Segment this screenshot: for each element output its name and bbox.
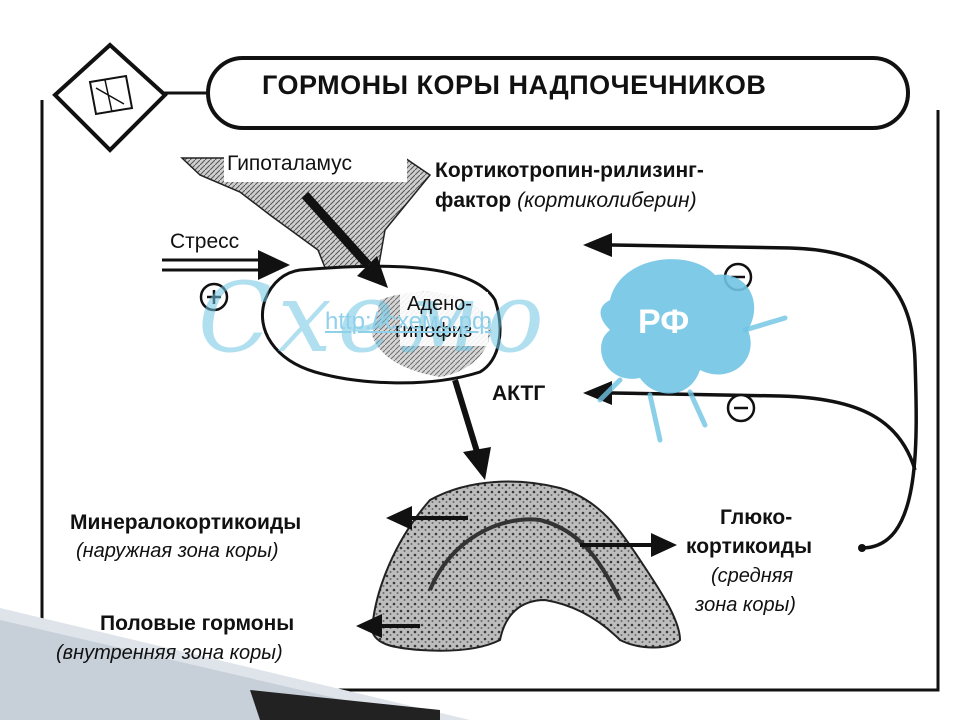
crf-flow-arrowhead — [357, 256, 388, 288]
adenohypophysis-label-line1: Адено- — [407, 293, 472, 315]
watermark-splash-badge — [600, 259, 755, 394]
adrenal-cortex — [370, 480, 682, 652]
sex-hormones-zone: (внутренняя зона коры) — [56, 642, 283, 664]
glucocorticoids-zone-line1: (средняя — [711, 565, 794, 587]
crf-flow-arrow — [301, 191, 372, 269]
adrenal-middle-zone-line — [428, 517, 622, 601]
glucocorticoids-label-line2: кортикоиды — [686, 535, 813, 558]
outer-frame — [40, 100, 940, 692]
hypothalamus-label-bg — [224, 150, 407, 182]
acth-flow-arrowhead — [463, 447, 491, 480]
acth-flow-arrow — [452, 379, 481, 456]
crf-label-line1: Кортикотропин-рилизинг- — [435, 159, 704, 182]
watermark-splash-drops — [597, 315, 788, 443]
mineralocorticoids-zone: (наружная зона коры) — [76, 540, 279, 562]
stimulation-plus-icon — [199, 282, 229, 312]
glucocorticoids-arrowhead — [651, 533, 677, 557]
hypothalamus-label: Гипоталамус — [227, 152, 352, 175]
watermark-url-link[interactable]: http://схемо.рф — [325, 308, 492, 335]
acth-label: АКТГ — [492, 382, 546, 405]
glucocorticoids-label-line1: Глюко- — [720, 506, 793, 529]
page-title: ГОРМОНЫ КОРЫ НАДПОЧЕЧНИКОВ — [262, 70, 767, 100]
feedback-loop-crf — [583, 233, 918, 552]
mineralocorticoids-label: Минералокортикоиды — [70, 511, 302, 534]
adeno-label-bg — [400, 292, 488, 346]
watermark-script-text: Схемо — [198, 262, 550, 374]
page-curl-decoration — [0, 608, 470, 720]
glucocorticoids-zone-line2: зона коры) — [695, 594, 796, 616]
crf-label-line2: фактор (кортиколиберин) — [435, 189, 697, 213]
diamond-logo-icon — [52, 42, 168, 153]
inhibition-minus-icon — [726, 393, 756, 423]
adenohypophysis-label-line2: гипофиз — [395, 320, 473, 342]
crf-label-factor: фактор — [435, 189, 512, 212]
mineralocorticoids-arrowhead — [386, 506, 412, 530]
crf-label-synonym: (кортиколиберин) — [517, 189, 697, 212]
watermark-badge-text: РФ — [638, 303, 690, 341]
feedback-loop-acth — [583, 381, 917, 471]
stress-arrow — [162, 250, 290, 280]
sex-hormones-arrowhead — [356, 614, 382, 638]
stress-label: Стресс — [170, 230, 240, 253]
sex-hormones-label: Половые гормоны — [100, 612, 295, 635]
